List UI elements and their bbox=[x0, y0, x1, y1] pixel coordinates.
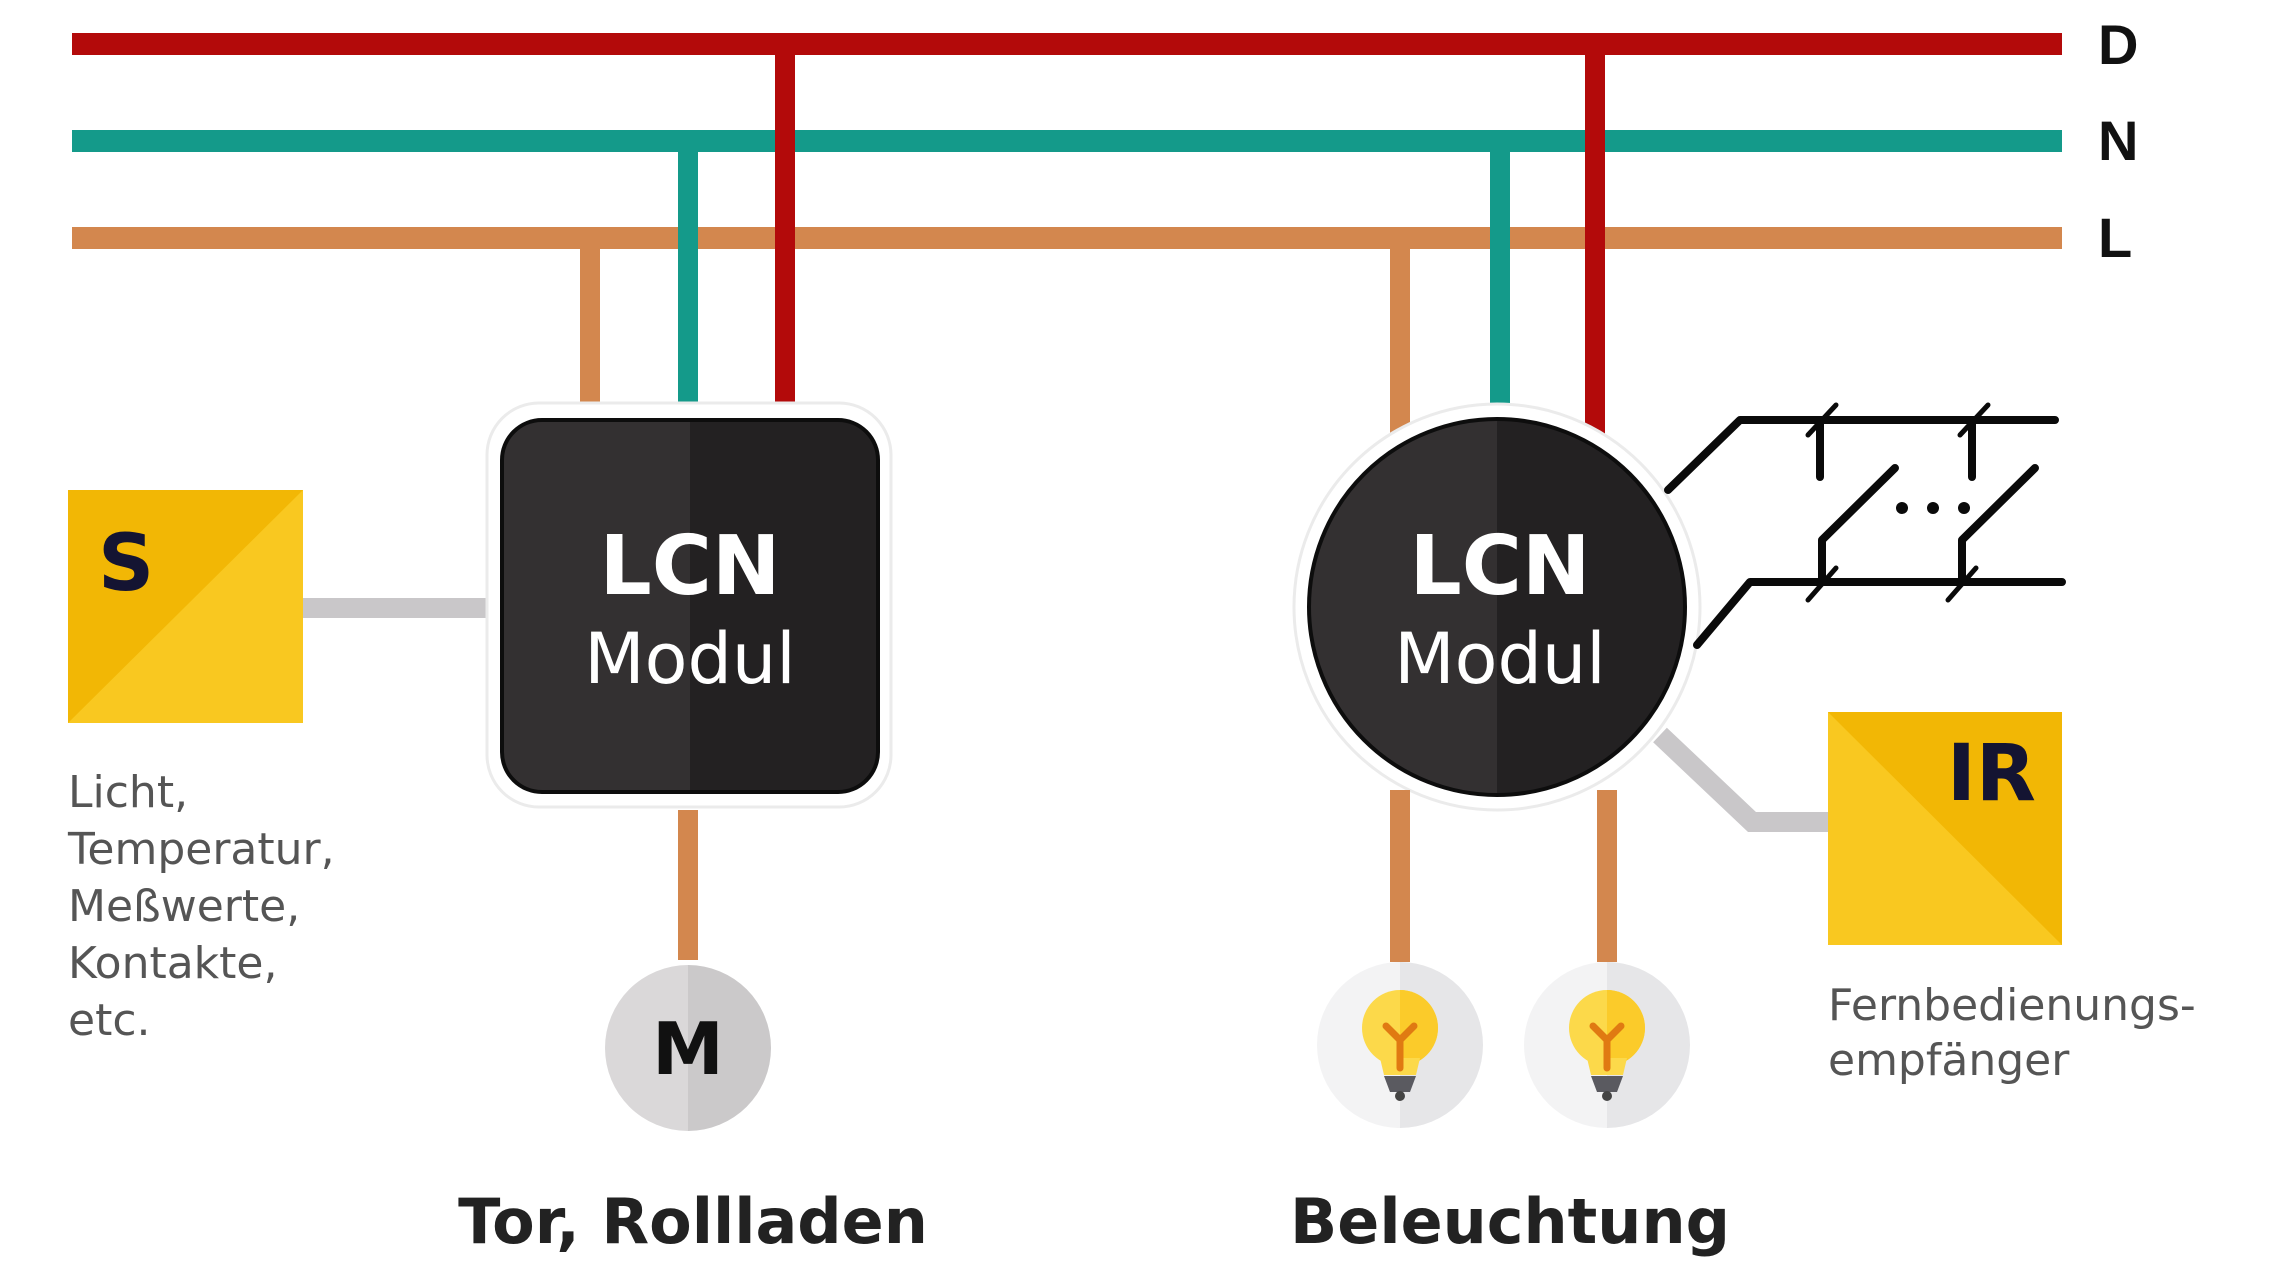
motor-icon: M bbox=[605, 965, 771, 1131]
bus-line-l bbox=[72, 227, 2062, 249]
module-title: LCN bbox=[599, 519, 780, 614]
bus-label-d: D bbox=[2098, 13, 2138, 76]
tap-d-right bbox=[1585, 44, 1605, 434]
right-module-taps bbox=[1390, 44, 1605, 438]
bus-lines: D N L bbox=[72, 13, 2138, 269]
caption-left: Tor, Rollladen bbox=[458, 1185, 928, 1258]
sensor-desc-line: Meßwerte, bbox=[68, 881, 300, 932]
switch-bus-top bbox=[1664, 416, 2059, 494]
ir-receiver-box: IR bbox=[1828, 712, 2062, 945]
switch-icon bbox=[1945, 402, 2039, 603]
lcn-module-circle[interactable]: LCN Modul bbox=[1292, 402, 1702, 812]
bus-line-d bbox=[72, 33, 2062, 55]
sensor-description: Licht, Temperatur, Meßwerte, Kontakte, e… bbox=[67, 767, 335, 1046]
lightbulb-icon bbox=[1524, 962, 1690, 1128]
left-module-taps bbox=[580, 44, 795, 406]
bulb-feed-1 bbox=[1390, 790, 1410, 962]
switch-ellipsis bbox=[1896, 502, 1970, 514]
motor-letter: M bbox=[652, 1007, 724, 1091]
lcn-module-square[interactable]: LCN Modul bbox=[485, 401, 893, 809]
module-subtitle: Modul bbox=[1394, 618, 1605, 700]
sensor-box: S bbox=[68, 490, 303, 723]
ir-desc-line: Fernbedienungs- bbox=[1828, 980, 2196, 1031]
sensor-connector bbox=[303, 598, 503, 618]
sensor-desc-line: Licht, bbox=[68, 767, 188, 818]
switch-bus-bottom bbox=[1693, 578, 2066, 649]
bus-label-l: L bbox=[2098, 206, 2132, 269]
sensor-desc-line: etc. bbox=[68, 995, 151, 1046]
bus-line-n bbox=[72, 130, 2062, 152]
tap-n-right bbox=[1490, 141, 1510, 411]
sensor-desc-line: Temperatur, bbox=[67, 824, 335, 875]
motor-feed bbox=[678, 810, 698, 960]
bus-label-n: N bbox=[2098, 109, 2138, 172]
tap-d-left bbox=[775, 44, 795, 406]
switch-icon bbox=[1805, 402, 1899, 603]
tap-l-right bbox=[1390, 238, 1410, 438]
caption-right: Beleuchtung bbox=[1290, 1185, 1730, 1258]
ir-connector bbox=[1653, 727, 1832, 832]
lightbulb-icon bbox=[1317, 962, 1483, 1128]
sensor-desc-line: Kontakte, bbox=[68, 938, 277, 989]
switch-array bbox=[1664, 402, 2066, 649]
sensor-letter: S bbox=[98, 519, 154, 609]
ir-description: Fernbedienungs- empfänger bbox=[1828, 980, 2196, 1086]
tap-n-left bbox=[678, 141, 698, 406]
module-title: LCN bbox=[1409, 519, 1590, 614]
ir-letter: IR bbox=[1947, 729, 2036, 819]
bulb-feed-2 bbox=[1597, 790, 1617, 962]
module-subtitle: Modul bbox=[584, 618, 795, 700]
ir-desc-line: empfänger bbox=[1828, 1035, 2070, 1086]
tap-l-left bbox=[580, 238, 600, 406]
